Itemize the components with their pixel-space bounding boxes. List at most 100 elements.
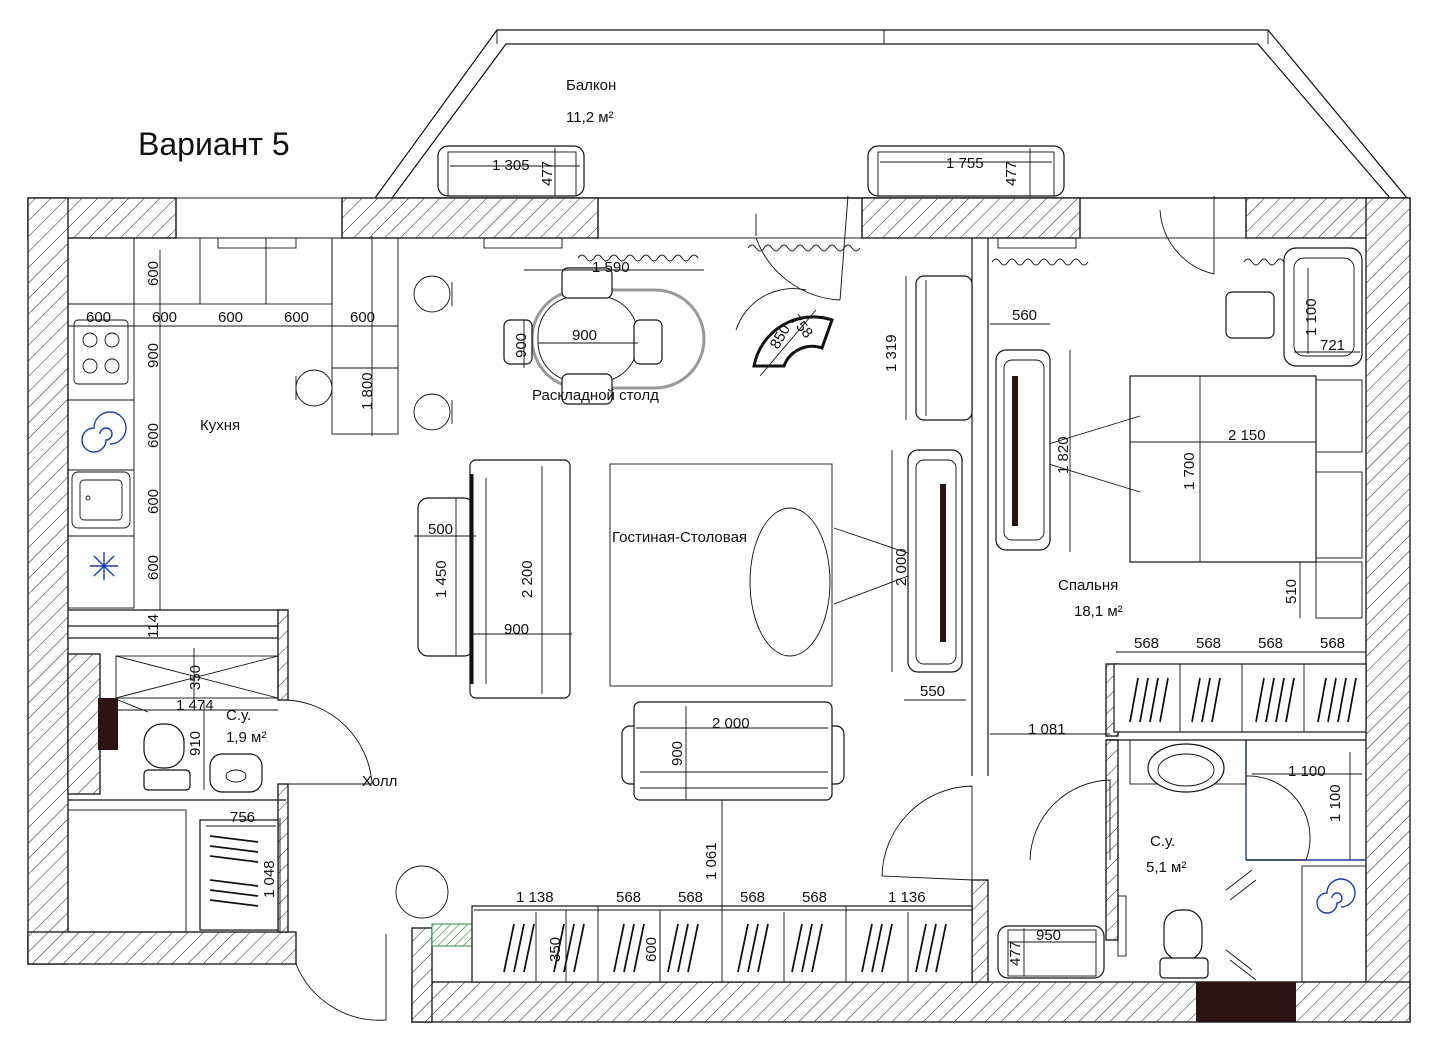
wc1-fixtures [115, 655, 279, 793]
dim-label: 1 138 [516, 889, 554, 906]
wc2-fixtures [1117, 739, 1367, 983]
dim-label: 950 [1036, 927, 1061, 944]
dim-label: 2 000 [712, 715, 750, 732]
balcony-area: 11,2 м² [566, 109, 614, 126]
bedroom-area: 18,1 м² [1074, 603, 1123, 620]
dim-label: 1 100 [1303, 298, 1320, 336]
living-label: Гостиная-Столовая [612, 529, 747, 546]
dim-label: 1 474 [176, 697, 214, 714]
table-label: Раскладной столд [532, 387, 659, 404]
dim-label: 1 136 [888, 889, 926, 906]
dim-label: 477 [1007, 941, 1024, 966]
carpet [609, 463, 833, 687]
dim-label: 600 [218, 309, 243, 326]
living-sofa-bottom [621, 701, 845, 801]
dim-label: 114 [145, 614, 162, 638]
dim-label: 568 [740, 889, 765, 906]
dining-table [503, 267, 706, 405]
balcony-bench-right [867, 145, 1065, 197]
dim-label: 1 081 [1028, 721, 1066, 738]
dim-label: 350 [187, 665, 204, 690]
interior-walls [67, 238, 1366, 1022]
balcony-doors [755, 195, 1215, 301]
plan-title: Вариант 5 [138, 126, 290, 162]
wc1-area: 1,9 м² [226, 729, 266, 746]
hall-wardrobe [471, 905, 973, 983]
dim-label: 900 [572, 327, 597, 344]
dim-label: 600 [350, 309, 375, 326]
dim-label: 900 [504, 621, 529, 638]
wc2-area: 5,1 м² [1146, 859, 1186, 876]
dim-label: 600 [145, 261, 162, 286]
dim-label: 1 061 [703, 842, 720, 880]
hob-icon [73, 319, 129, 385]
dim-label: 1 305 [492, 157, 530, 174]
dim-label: 900 [145, 343, 162, 368]
kitchen-label: Кухня [200, 417, 240, 434]
curtains [577, 244, 1341, 266]
dim-label: 600 [86, 309, 111, 326]
dim-label: 1 755 [946, 155, 984, 172]
dim-label: 510 [1283, 579, 1300, 604]
bar-stools [295, 275, 453, 431]
dim-label: 721 [1320, 337, 1345, 354]
dim-label: 1 700 [1181, 452, 1198, 490]
dim-label: 1 048 [261, 860, 278, 898]
dim-label: 568 [1258, 635, 1283, 652]
dim-label: 568 [678, 889, 703, 906]
dim-label: 2 150 [1228, 427, 1266, 444]
radiators [217, 237, 1077, 249]
dim-label: 568 [1320, 635, 1345, 652]
dim-label: 1 590 [592, 259, 630, 276]
dim-label: 477 [539, 161, 556, 186]
sofa-top [915, 275, 973, 421]
balcony-label: Балкон [566, 77, 616, 94]
dim-label: 568 [802, 889, 827, 906]
bedroom-dresser [995, 349, 1051, 551]
dim-label: 568 [616, 889, 641, 906]
kitchen-counters [67, 237, 399, 609]
dim-label: 568 [1134, 635, 1159, 652]
door-swings [117, 699, 1311, 1021]
dim-label: 350 [547, 937, 564, 962]
dim-label: 1 800 [359, 372, 376, 410]
dim-label: 1 100 [1327, 784, 1344, 822]
vertical-dimension-labels: 477 477 600 900 600 600 600 114 1 800 90… [145, 161, 1344, 966]
dim-label: 600 [152, 309, 177, 326]
dim-label: 568 [1196, 635, 1221, 652]
dim-label: 600 [145, 489, 162, 514]
dim-label: 600 [284, 309, 309, 326]
living-sofa-left [417, 459, 571, 699]
dim-label: 910 [187, 731, 204, 756]
dim-label: 550 [920, 683, 945, 700]
dimension-labels: 1 305 1 755 600 600 600 600 600 1 590 90… [86, 155, 1345, 944]
dim-label: 1 100 [1288, 763, 1326, 780]
hall-fixtures [67, 809, 449, 933]
snowflake-icon [90, 552, 118, 580]
sink-icon [71, 471, 131, 529]
dim-label: 2 000 [893, 548, 910, 586]
dim-label: 900 [669, 741, 686, 766]
dim-label: 756 [230, 809, 255, 826]
balcony-bench-left [437, 145, 585, 197]
armchair [735, 288, 834, 368]
dim-label: 600 [145, 423, 162, 448]
bed [1015, 375, 1363, 619]
hall-label: Холл [362, 773, 397, 790]
dim-label: 1 450 [433, 560, 450, 598]
wc2-label: С.у. [1150, 833, 1175, 850]
bathtub [1225, 247, 1363, 367]
dim-label: 1 820 [1055, 436, 1072, 474]
wc1-label: С.у. [226, 707, 251, 724]
bedroom-label: Спальня [1058, 577, 1118, 594]
dim-label: 477 [1003, 161, 1020, 186]
dim-label: 600 [145, 555, 162, 580]
bench-small [997, 925, 1105, 979]
dim-label: 560 [1012, 307, 1037, 324]
dim-label: 600 [643, 937, 660, 962]
dim-label: 900 [513, 333, 530, 358]
dim-label: 2 200 [519, 560, 536, 598]
spiral-icon [81, 411, 127, 453]
tv-unit [833, 449, 963, 673]
